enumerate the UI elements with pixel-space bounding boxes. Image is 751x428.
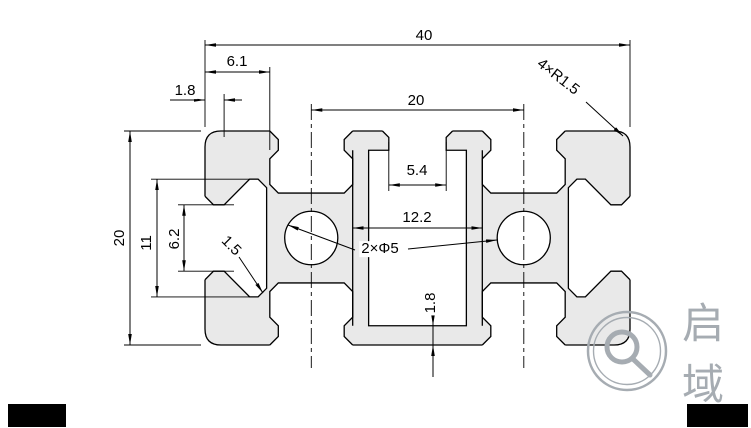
- dim-slot-pitch: 20: [405, 92, 427, 110]
- dim-holes: 2×Φ5: [359, 240, 401, 258]
- frame-corner-left: [8, 404, 66, 427]
- watermark-brand: 启域: [681, 299, 731, 409]
- dim-overall-width: 40: [413, 27, 435, 45]
- leader-lines: [170, 98, 624, 377]
- dimension-lines: [128, 43, 630, 345]
- dim-bottom-wall: 1.8: [422, 290, 440, 316]
- dim-slot-offset: 6.1: [224, 53, 250, 71]
- dim-side-cavity-height: 11: [138, 233, 156, 253]
- dim-center-cavity-width: 12.2: [400, 209, 434, 227]
- dim-side-slot-opening: 6.2: [166, 226, 184, 252]
- extension-lines: [124, 40, 631, 346]
- dim-center-slot-opening: 5.4: [404, 162, 430, 180]
- dim-overall-height: 20: [111, 227, 129, 249]
- centerlines: [310, 104, 525, 368]
- dim-top-wall: 1.8: [172, 82, 198, 100]
- frame-corner-right: [687, 404, 748, 427]
- qiyu-q-logo-icon: [586, 310, 668, 392]
